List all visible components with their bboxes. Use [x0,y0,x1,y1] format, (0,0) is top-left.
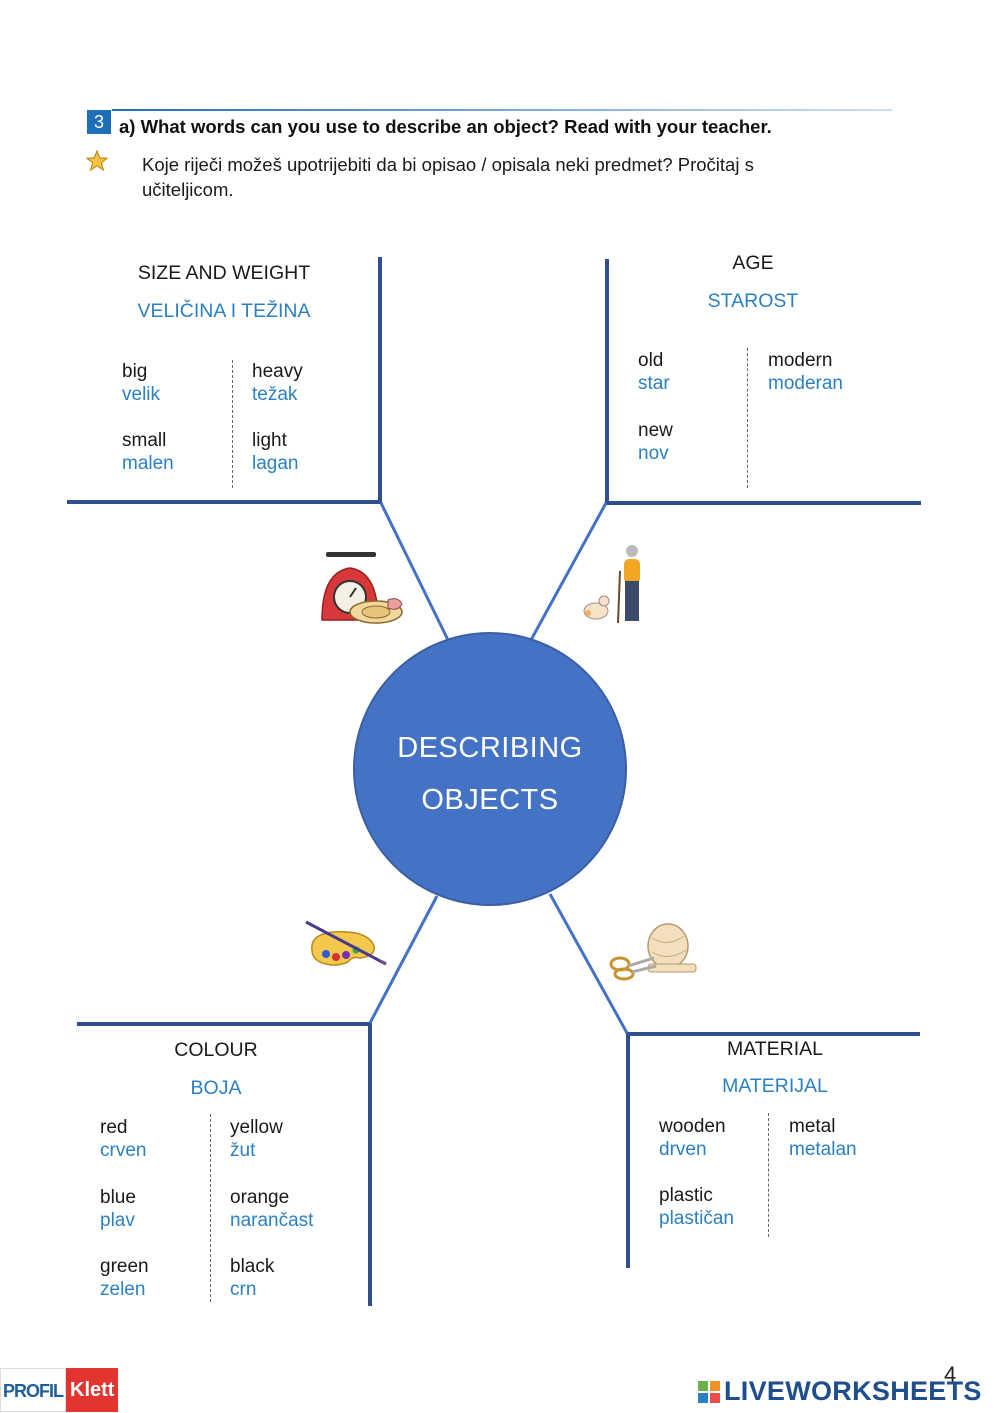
instruction-hr-line2: učiteljicom. [142,179,234,200]
word-en: small [122,430,167,451]
center-line1: DESCRIBING [397,732,583,764]
publisher-right: Klett [66,1368,119,1412]
liveworksheets-icon [698,1380,720,1403]
word-hr: žut [230,1140,256,1161]
word-hr: metalan [789,1139,857,1160]
word-en: blue [100,1187,136,1208]
word-en: yellow [230,1117,283,1138]
word-en: wooden [659,1116,726,1137]
word-en: old [638,350,664,371]
word-green: green zelen [100,1255,149,1301]
size-divider [232,360,233,488]
word-en: orange [230,1187,290,1208]
word-big: big velik [122,360,160,406]
colour-title-en: COLOUR [174,1039,258,1061]
kitchen-scale-icon [318,550,408,633]
instruction-en: a) What words can you use to describe an… [119,116,772,137]
age-divider [747,348,748,488]
word-heavy: heavy težak [252,360,303,406]
word-hr: crven [100,1140,147,1161]
word-yellow: yellow žut [230,1116,283,1162]
word-hr: crn [230,1279,257,1300]
task-number: 3 [87,110,111,134]
word-hr: plav [100,1210,135,1231]
instruction-hr-line1: Koje riječi možeš upotrijebiti da bi opi… [142,154,754,175]
word-en: green [100,1256,149,1277]
word-modern: modern moderan [768,349,843,395]
word-en: black [230,1256,275,1277]
liveworksheets-logo[interactable]: LIVEWORKSHEETS [698,1376,982,1407]
material-title-hr: MATERIJAL [722,1075,828,1097]
age-title-hr: STAROST [707,290,799,312]
word-hr: moderan [768,373,843,394]
colour-title-hr: BOJA [190,1077,242,1099]
word-black: black crn [230,1255,274,1301]
yarn-scissors-icon [608,918,698,987]
word-hr: drven [659,1139,707,1160]
word-plastic: plastic plastičan [659,1184,734,1230]
word-en: modern [768,350,833,371]
word-en: plastic [659,1185,713,1206]
word-hr: težak [252,384,298,405]
paint-palette-icon [304,920,390,975]
center-circle [353,632,627,906]
old-woman-icon [572,543,656,632]
word-small: small malen [122,429,174,475]
word-hr: plastičan [659,1208,734,1229]
word-hr: lagan [252,453,299,474]
size-title-en: SIZE AND WEIGHT [137,262,311,284]
material-divider [768,1113,769,1237]
word-wooden: wooden drven [659,1115,726,1161]
size-title-hr: VELIČINA I TEŽINA [137,300,311,322]
word-hr: zelen [100,1279,146,1300]
header-rule [112,109,892,111]
material-title-en: MATERIAL [726,1038,824,1060]
word-light: light lagan [252,429,299,475]
star-icon [85,149,109,177]
word-hr: star [638,373,670,394]
word-en: metal [789,1116,836,1137]
center-line2: OBJECTS [421,784,559,816]
publisher-logo: PROFIL Klett [0,1368,119,1412]
word-hr: malen [122,453,174,474]
word-hr: nov [638,443,669,464]
word-new: new nov [638,419,673,465]
center-label: DESCRIBING OBJECTS [353,722,627,826]
word-orange: orange narančast [230,1186,313,1232]
word-hr: velik [122,384,161,405]
word-old: old star [638,349,670,395]
word-blue: blue plav [100,1186,136,1232]
word-en: new [638,420,673,441]
publisher-left: PROFIL [0,1368,66,1412]
word-en: heavy [252,361,303,382]
word-en: red [100,1117,128,1138]
colour-divider [210,1114,211,1302]
word-metal: metal metalan [789,1115,857,1161]
liveworksheets-text: LIVEWORKSHEETS [724,1376,982,1406]
age-title-en: AGE [732,252,774,274]
word-en: light [252,430,287,451]
word-en: big [122,361,148,382]
page-number: 4 [944,1362,957,1387]
word-red: red crven [100,1116,146,1162]
word-hr: narančast [230,1210,314,1231]
